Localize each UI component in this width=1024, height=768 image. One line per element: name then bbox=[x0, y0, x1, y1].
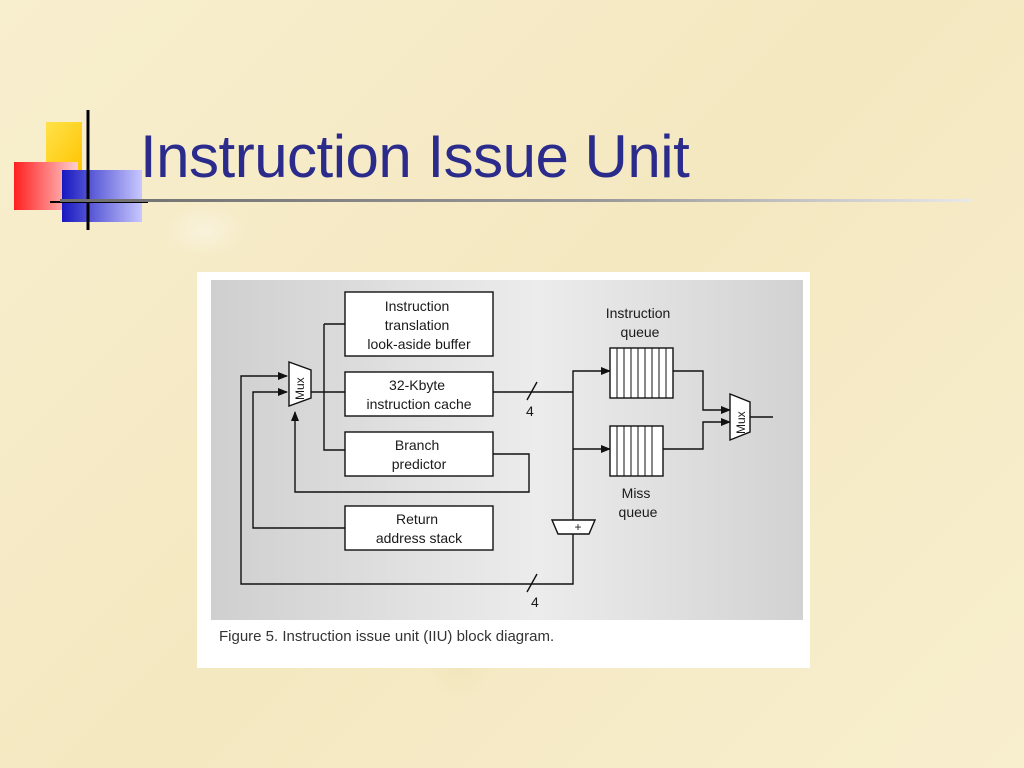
miss-queue bbox=[609, 425, 664, 477]
icache-line-1: 32-Kbyte bbox=[389, 377, 445, 393]
bus-width-top: 4 bbox=[526, 403, 534, 419]
diagram-background bbox=[211, 280, 803, 620]
iq-label-line-2: queue bbox=[621, 324, 660, 340]
icache-line-2: instruction cache bbox=[366, 396, 471, 412]
svg-text:Branch predictor: Branch predictor bbox=[392, 437, 447, 472]
svg-text:32-Kbyte instruction c: 32-Kbyte instruction cache bbox=[366, 377, 471, 412]
svg-text:Return address stack: Return address stack bbox=[376, 511, 463, 546]
block-branch-predictor: Branch predictor bbox=[344, 431, 494, 477]
iiu-block-diagram: Mux Mux + Instruction translation look-a… bbox=[211, 280, 803, 620]
mq-label-line-2: queue bbox=[619, 504, 658, 520]
iq-label-line-1: Instruction bbox=[606, 305, 671, 321]
itlb-line-2: translation bbox=[385, 317, 450, 333]
logo-blue-square bbox=[62, 170, 142, 222]
mq-label-line-1: Miss bbox=[622, 485, 651, 501]
instruction-queue-label: Instruction queue bbox=[606, 305, 674, 340]
instruction-queue bbox=[609, 347, 674, 399]
branch-line-2: predictor bbox=[392, 456, 447, 472]
ras-line-1: Return bbox=[396, 511, 438, 527]
svg-text:Instruction translatio: Instruction translation look-aside buffe… bbox=[367, 298, 471, 352]
left-mux-label: Mux bbox=[293, 377, 307, 400]
miss-queue-label: Miss queue bbox=[619, 485, 658, 520]
adder: + bbox=[550, 519, 597, 535]
right-mux: Mux bbox=[729, 392, 751, 442]
slide-title: Instruction Issue Unit bbox=[140, 123, 690, 190]
itlb-line-1: Instruction bbox=[385, 298, 450, 314]
figure-panel: Mux Mux + Instruction translation look-a… bbox=[197, 272, 810, 668]
adder-label: + bbox=[574, 520, 581, 534]
left-mux: Mux bbox=[288, 361, 312, 407]
branch-line-1: Branch bbox=[395, 437, 439, 453]
figure-caption: Figure 5. Instruction issue unit (IIU) b… bbox=[219, 628, 555, 645]
block-itlb: Instruction translation look-aside buffe… bbox=[344, 291, 494, 357]
bus-width-bottom: 4 bbox=[531, 594, 539, 610]
title-underline bbox=[60, 199, 972, 202]
block-return-address-stack: Return address stack bbox=[344, 505, 494, 551]
right-mux-label: Mux bbox=[734, 411, 748, 434]
itlb-line-3: look-aside buffer bbox=[367, 336, 471, 352]
logo-mark bbox=[10, 110, 150, 235]
block-icache: 32-Kbyte instruction cache bbox=[344, 371, 494, 417]
ras-line-2: address stack bbox=[376, 530, 463, 546]
